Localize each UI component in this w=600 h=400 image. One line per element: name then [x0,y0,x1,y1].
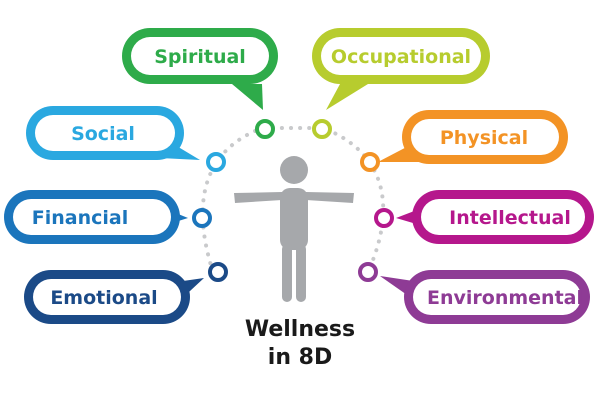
bubble-inner-financial [13,199,171,235]
bubble-label-occupational: Occupational [331,46,471,68]
bubble-inner-physical [411,119,559,155]
bubble-inner-environmental [413,279,581,315]
ring-node-environmental [358,262,378,282]
bubble-inner-social [35,115,175,151]
bubble-tail-spiritual [232,84,263,110]
ring-node-occupational [312,119,332,139]
bubble-environmental: Environmental [358,262,590,324]
bubble-occupational: Occupational [312,28,490,139]
bubble-tail-occupational [326,84,368,110]
bubble-label-physical: Physical [440,127,528,149]
bubble-inner-intellectual [421,199,585,235]
bubble-inner-occupational [321,37,481,75]
ring-node-spiritual [255,119,275,139]
bubble-label-financial: Financial [32,207,128,229]
bubble-label-intellectual: Intellectual [449,207,571,229]
ring-node-intellectual [374,208,394,228]
title-line-1: Wellness [244,317,356,342]
ring-node-emotional [208,262,228,282]
ring-node-physical [360,152,380,172]
bubble-intellectual: Intellectual [374,190,594,244]
ring-node-financial [192,208,212,228]
bubble-emotional: Emotional [24,262,228,324]
title-line-2: in 8D [267,345,333,370]
bubble-financial: Financial [4,190,212,244]
bubble-physical: Physical [360,110,568,172]
bubble-label-social: Social [71,123,135,145]
bubble-inner-emotional [33,279,181,315]
bubble-spiritual: Spiritual [122,28,278,139]
bubble-label-spiritual: Spiritual [154,46,246,68]
bubble-inner-spiritual [131,37,269,75]
bubble-social: Social [26,106,226,172]
person-figure-icon [234,156,354,302]
bubble-label-emotional: Emotional [50,287,157,309]
ring-node-social [206,152,226,172]
bubble-label-environmental: Environmental [427,287,583,309]
diagram-title: Wellness in 8D [200,316,400,372]
